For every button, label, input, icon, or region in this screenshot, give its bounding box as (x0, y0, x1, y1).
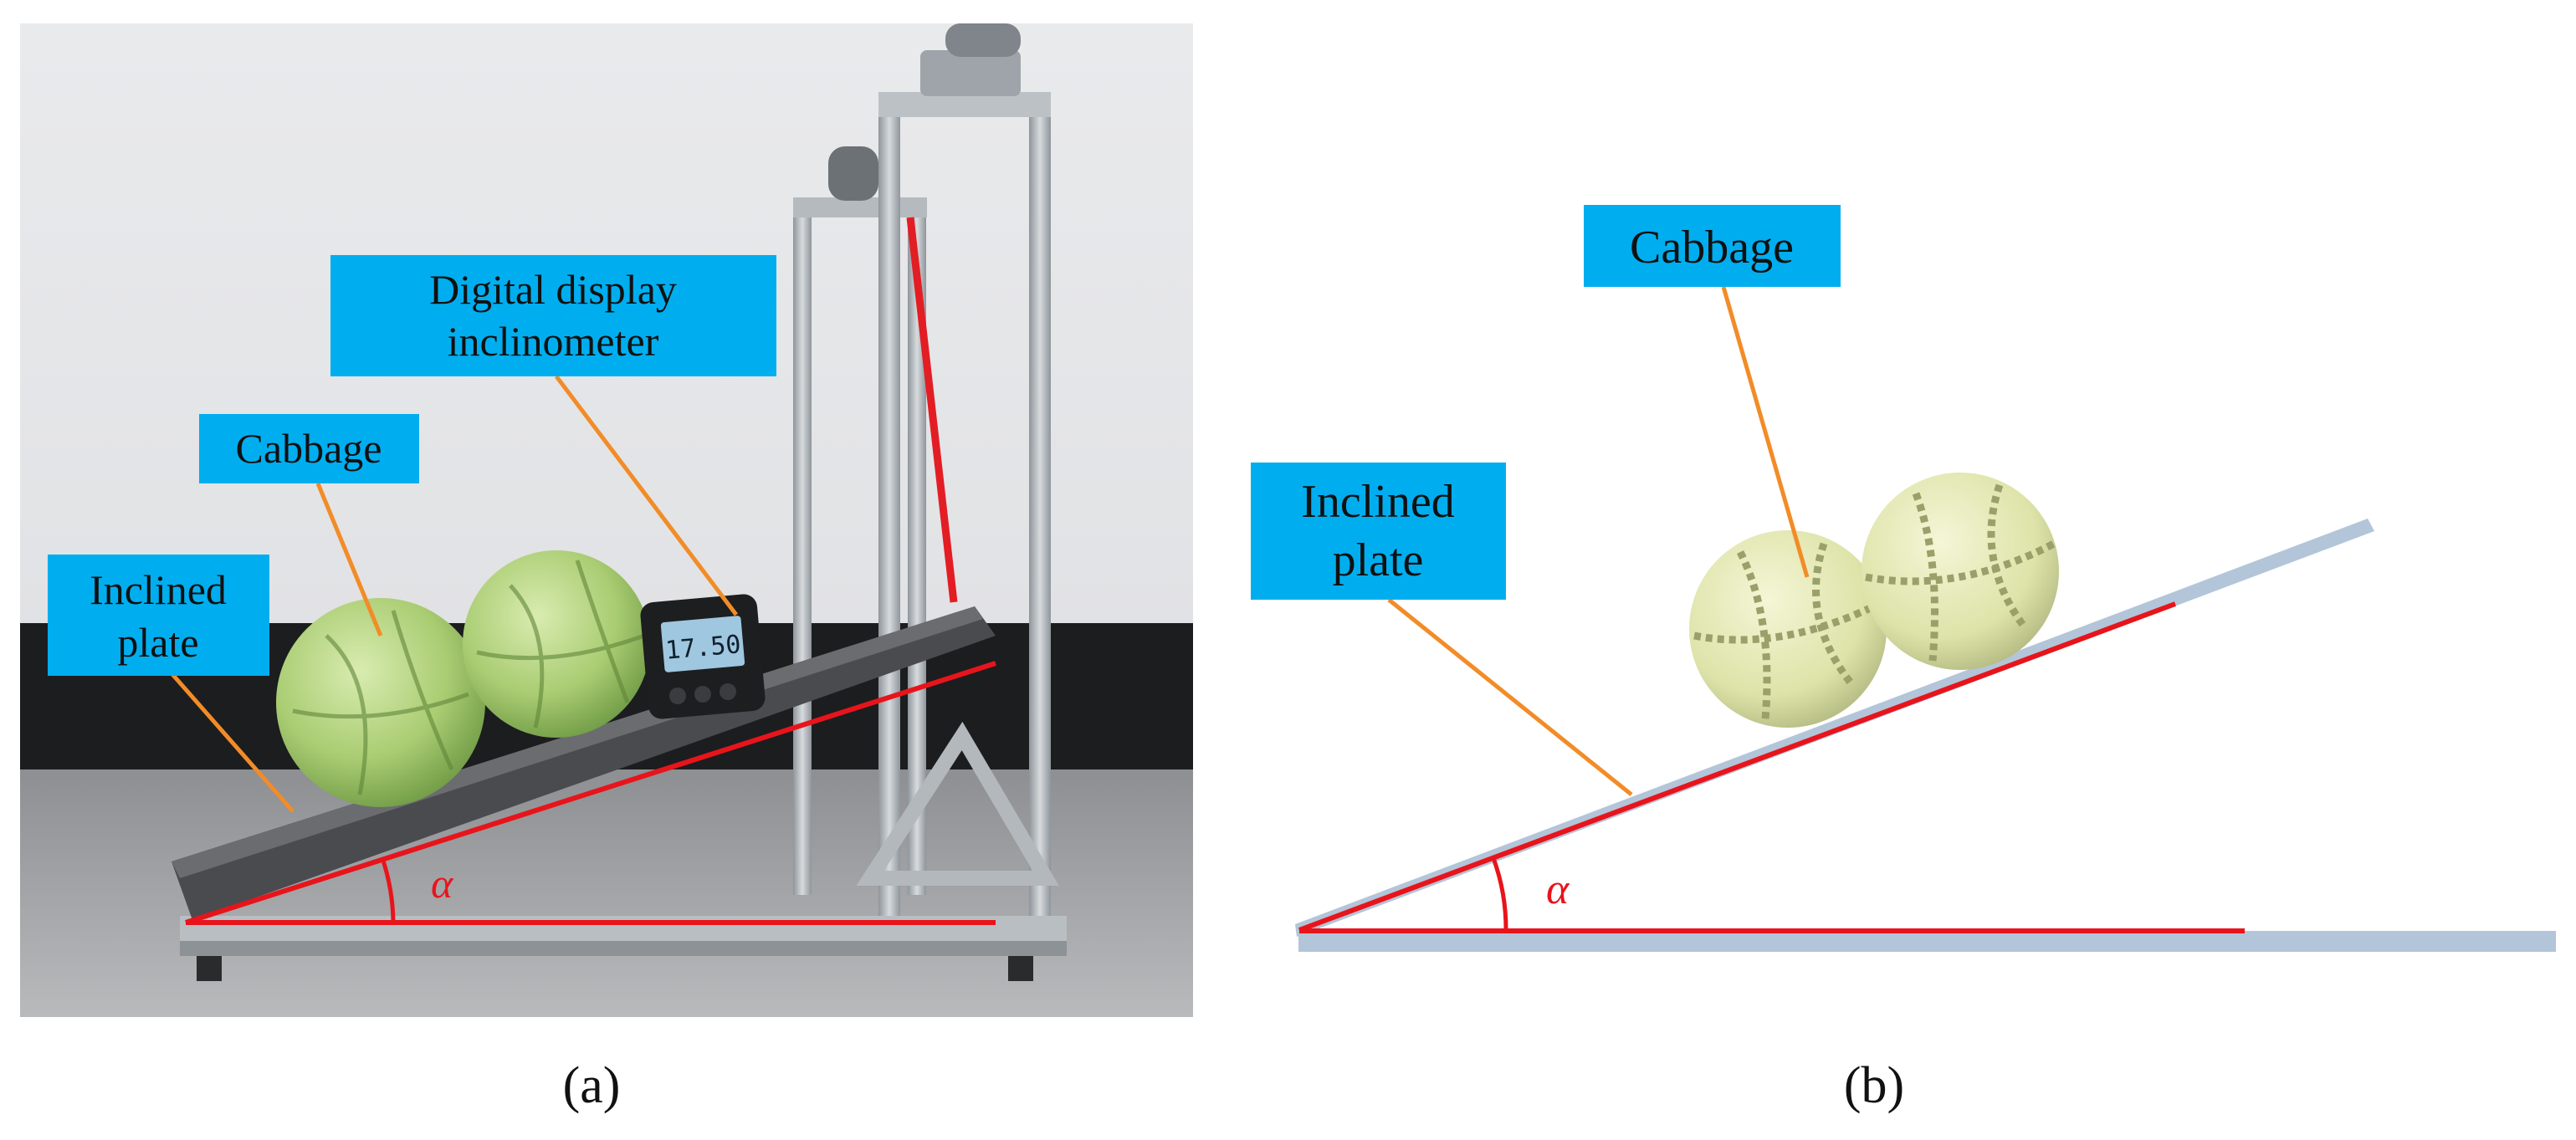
cabbage-model-2 (1862, 473, 2059, 670)
cabbage-model-1 (1689, 530, 1887, 728)
inclinometer-readout: 17.50 (664, 630, 742, 666)
svg-text:Cabbage: Cabbage (1630, 222, 1794, 273)
svg-text:Inclined: Inclined (1301, 476, 1454, 528)
panel-b-model: α Cabbage Inclined plate (1251, 205, 2556, 952)
angle-symbol-b: α (1546, 866, 1570, 913)
caption-b: (b) (1844, 1057, 1904, 1114)
incline-line-b (1298, 601, 2177, 933)
svg-text:plate: plate (117, 619, 198, 666)
motor (945, 23, 1021, 57)
cabbage-photo-2 (463, 550, 650, 738)
svg-text:Digital display: Digital display (429, 266, 677, 313)
caption-a: (a) (563, 1057, 621, 1114)
incline-line-a (185, 661, 996, 925)
leader-plate-a (170, 672, 294, 813)
panel-a-photo: 17.50 α Digital display inclinometer Cab… (20, 23, 1193, 1017)
angle-symbol-a: α (431, 860, 454, 907)
base-plate-model (1298, 931, 2556, 952)
lift-strap (906, 217, 958, 603)
label-cabbage-a: Cabbage (199, 414, 419, 483)
label-cabbage-b: Cabbage (1584, 205, 1841, 287)
leader-cabbage-a (315, 483, 383, 636)
inclinometer-device: 17.50 (640, 594, 766, 719)
cabbage-photo-1 (276, 598, 485, 807)
svg-text:plate: plate (1333, 534, 1424, 586)
leader-cabbage-b (1721, 286, 1810, 578)
label-plate-b: Inclined plate (1251, 463, 1506, 600)
leader-plate-b (1387, 598, 1633, 796)
svg-text:Inclined: Inclined (90, 566, 227, 613)
svg-text:Cabbage: Cabbage (236, 425, 382, 472)
angle-arc-b (1491, 857, 1508, 932)
leader-inclinometer-a (555, 375, 738, 616)
svg-text:inclinometer: inclinometer (448, 318, 659, 365)
angle-arc-a (380, 857, 396, 923)
label-plate-a: Inclined plate (48, 555, 269, 676)
inclined-plate-photo (172, 606, 996, 920)
label-inclinometer-a: Digital display inclinometer (330, 255, 776, 376)
